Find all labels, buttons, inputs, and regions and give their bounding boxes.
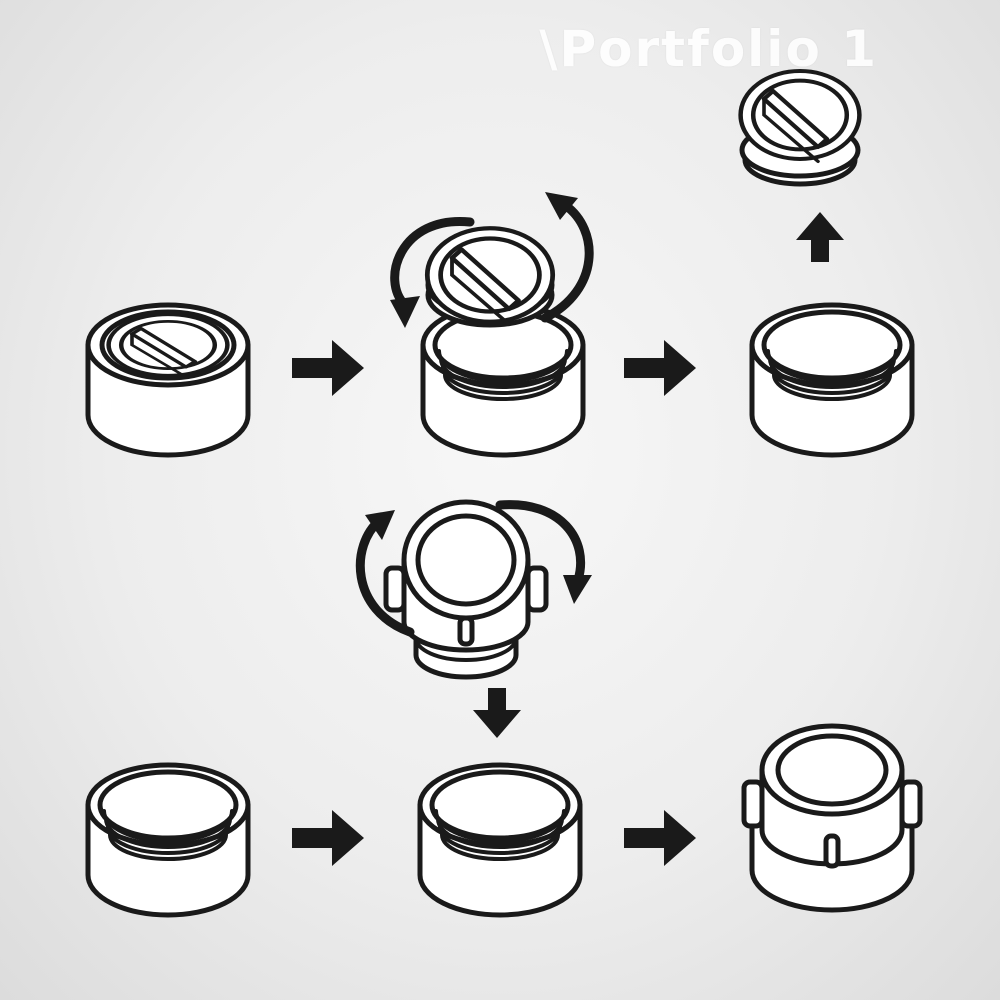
watermark-text: \Portfolio 1 xyxy=(539,20,878,78)
adapter-installed xyxy=(741,723,923,913)
rotate-left-icon xyxy=(390,217,475,328)
arrow-right-icon xyxy=(292,810,364,866)
rotate-left-icon xyxy=(355,510,415,637)
fitting-socket xyxy=(423,305,583,455)
plug-rotating xyxy=(427,228,552,328)
arrow-right-icon xyxy=(624,810,696,866)
arrow-right-icon xyxy=(624,340,696,396)
adapter-rotating xyxy=(383,499,549,680)
arrow-up-icon xyxy=(796,212,844,262)
open-fitting xyxy=(420,765,580,915)
arrow-down-icon xyxy=(473,688,521,738)
open-fitting xyxy=(88,765,248,915)
rotate-right-icon xyxy=(540,192,594,323)
arrow-right-icon xyxy=(292,340,364,396)
rotate-right-icon xyxy=(495,500,592,604)
fitting-with-plug xyxy=(88,305,248,455)
plug-removed xyxy=(741,71,860,187)
open-fitting xyxy=(752,305,912,455)
